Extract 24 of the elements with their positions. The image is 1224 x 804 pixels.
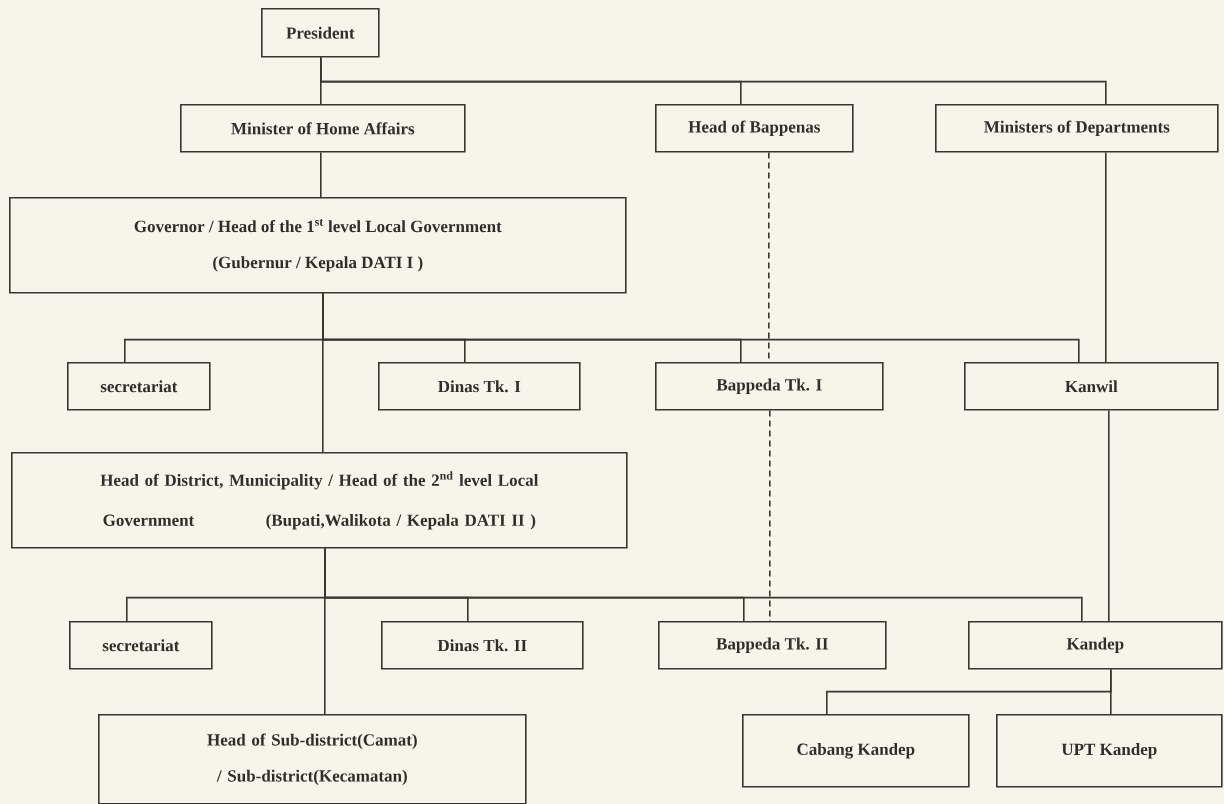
unit-box: Dinas Tk. I	[378, 362, 581, 411]
unit-box: Kandep	[968, 621, 1223, 670]
unit-box: Kanwil	[964, 362, 1219, 411]
title-box: Minister of Home Affairs	[180, 104, 466, 153]
unit-box: Cabang Kandep	[742, 714, 970, 788]
connector-line	[320, 151, 322, 198]
unit-box: Bappeda Tk. I	[655, 362, 884, 411]
connector-line	[320, 56, 1107, 105]
connector-line	[324, 547, 326, 715]
connector-line	[322, 292, 324, 453]
unit-box: secretariat	[69, 621, 213, 670]
unit-box: secretariat	[67, 362, 211, 411]
connector-line	[1105, 151, 1107, 363]
title-box: Ministers of Departments	[935, 104, 1219, 153]
title-box: Head of District, Municipality / Head of the 2$^{nd}$ level Local Government (Bupati,Walikota / Kepala DATI II )	[11, 452, 628, 549]
title-box: Head of Sub-district(Camat) / Sub-district(Kecamatan)	[98, 714, 527, 804]
connector-line	[1108, 409, 1110, 622]
title-box: Governor / Head of the 1$^{st}$ level Local Government (Gubernur / Kepala DATI I )	[9, 197, 627, 294]
unit-box: UPT Kandep	[996, 714, 1223, 788]
connector-line	[1110, 668, 1112, 715]
unit-box: Bappeda Tk. II	[658, 621, 887, 670]
unit-box: Dinas Tk. II	[381, 621, 584, 670]
title-box: Head of Bappenas	[655, 104, 854, 153]
title-box: President	[261, 8, 380, 58]
